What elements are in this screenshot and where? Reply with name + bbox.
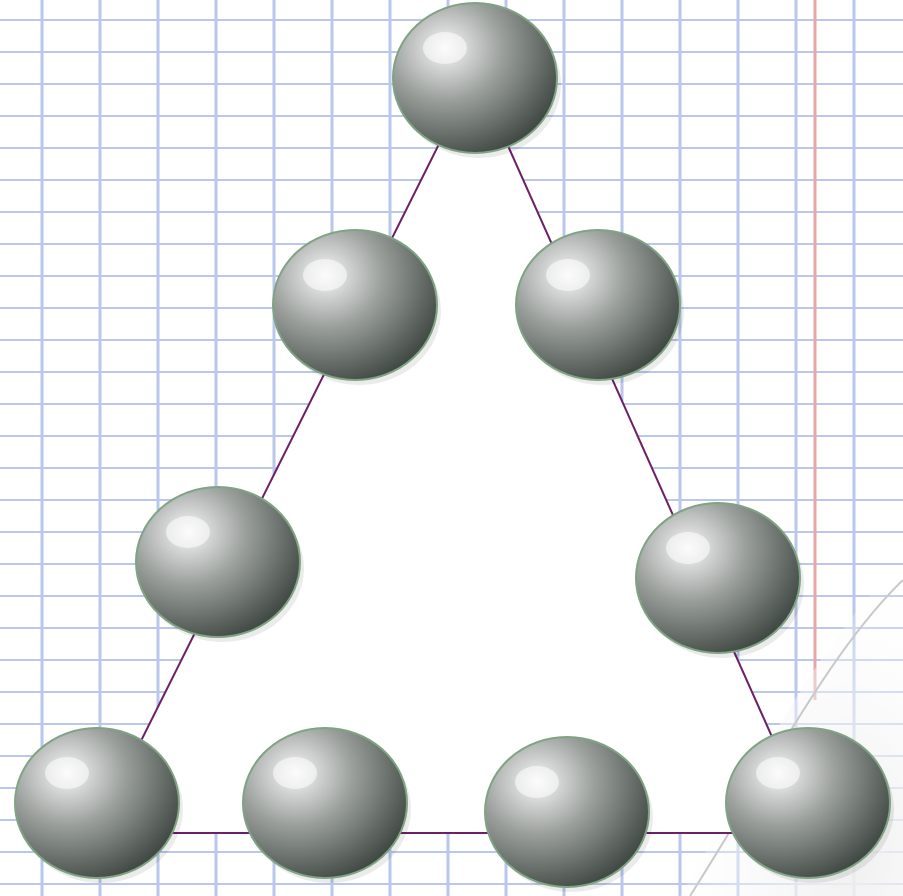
ball-sphere bbox=[636, 503, 800, 653]
ball-highlight bbox=[166, 516, 210, 548]
ball-highlight bbox=[45, 757, 89, 789]
ball-sphere bbox=[726, 728, 890, 878]
ball-highlight bbox=[756, 757, 800, 789]
ball-highlight bbox=[273, 757, 317, 789]
ball-highlight bbox=[666, 532, 710, 564]
ball-highlight bbox=[515, 766, 559, 798]
ball-sphere bbox=[485, 737, 649, 887]
ball-highlight bbox=[303, 259, 347, 291]
ball-sphere bbox=[136, 487, 300, 637]
ball-highlight bbox=[423, 32, 467, 64]
ball-sphere bbox=[15, 728, 179, 878]
ball-sphere bbox=[516, 230, 680, 380]
ball-highlight bbox=[546, 259, 590, 291]
ball-sphere bbox=[243, 728, 407, 878]
ball-sphere bbox=[393, 3, 557, 153]
ball-sphere bbox=[273, 230, 437, 380]
